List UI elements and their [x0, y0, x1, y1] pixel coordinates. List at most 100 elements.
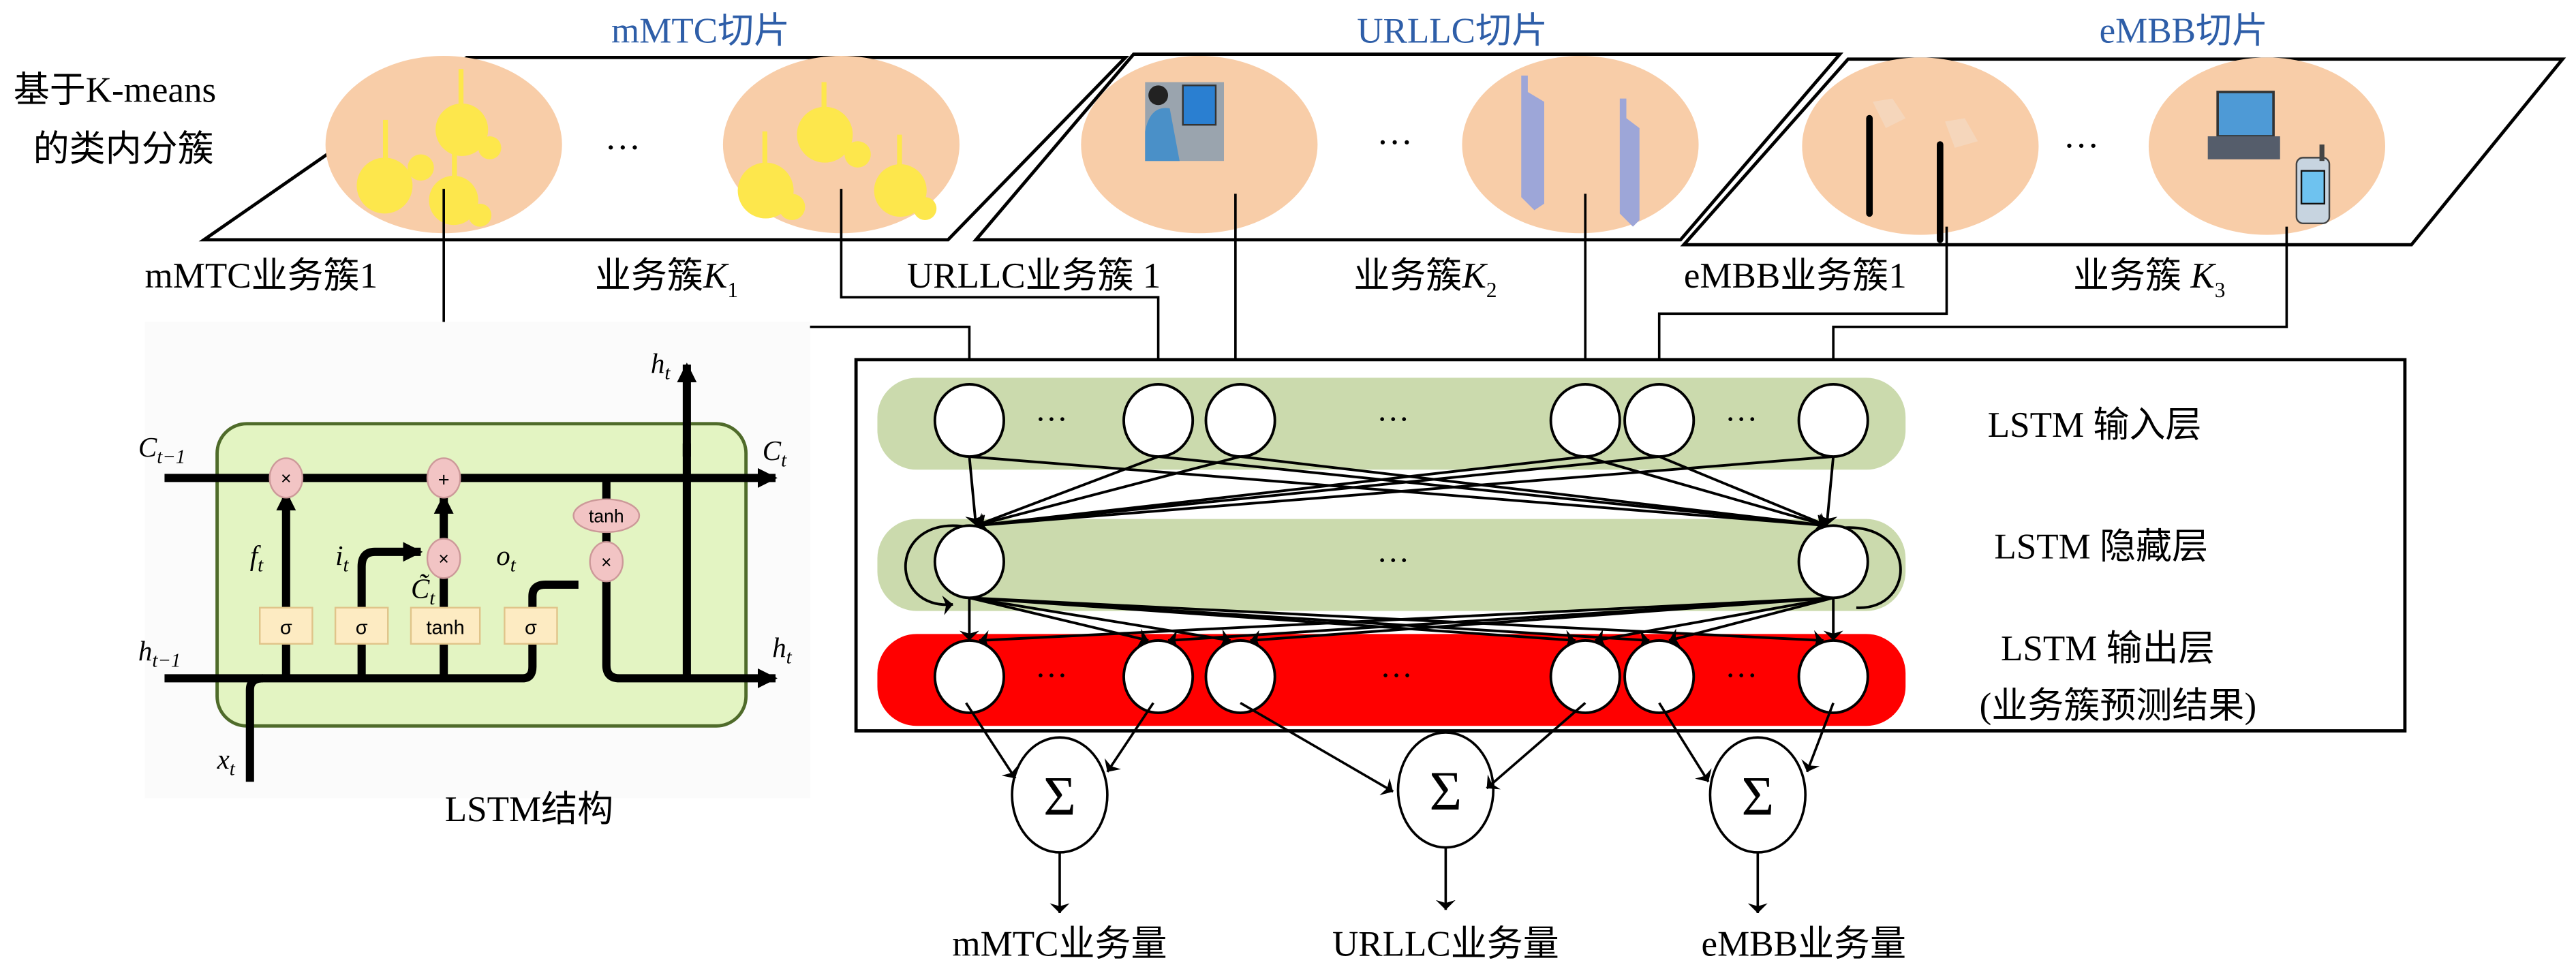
connector-embb-k3	[1823, 226, 2288, 375]
slice-urllc: URLLC切片 ··· URLLC业务簇 1 业务簇K2	[907, 12, 1844, 302]
input-node-3	[1549, 383, 1621, 458]
candidate-tanh-label: tanh	[426, 617, 464, 639]
slice-mmtc: mMTC切片 ··· mMTC业务簇1 业务簇K1	[145, 12, 1130, 302]
candidate-tanh-box	[410, 606, 481, 645]
output-node-1	[1122, 639, 1195, 714]
edge-input-2-hidden-1	[1240, 455, 1827, 534]
input-gate-sigma: σ	[356, 617, 368, 639]
left-label: 基于K-means 的类内分簇	[14, 70, 216, 169]
left-label-line1: 基于K-means	[14, 70, 216, 110]
output-layer-sublabel: (业务簇预测结果)	[1980, 686, 2256, 726]
cluster-embb-1	[1802, 57, 2039, 235]
left-label-line2: 的类内分簇	[33, 129, 214, 169]
edge-input-4-hidden-0	[975, 455, 1659, 535]
lstm-caption: LSTM结构	[445, 790, 613, 829]
forget-multiply-symbol: ×	[281, 468, 291, 489]
connector-mmtc-k1	[840, 189, 1169, 375]
hidden-self-loop-right	[1833, 526, 1902, 609]
edge-input-2-hidden-0	[975, 455, 1241, 533]
edge-input-5-hidden-0	[975, 455, 1834, 535]
output-label-urllc: URLLC业务量	[1332, 925, 1559, 964]
input-layer-label: LSTM 输入层	[1988, 405, 2202, 445]
input-multiply-op	[426, 538, 461, 579]
cluster-label-mmtc-k1: 业务簇K1	[595, 256, 738, 302]
ellipsis-embb: ···	[2064, 126, 2100, 166]
connector-embb-1	[1649, 226, 1948, 375]
edge-input-5-hidden-1	[1818, 456, 1838, 526]
input-gate-box	[334, 606, 389, 645]
output-label-mmtc: mMTC业务量	[952, 925, 1167, 964]
cell-add-op	[426, 457, 461, 499]
output-multiply-op	[589, 541, 624, 583]
cluster-urllc-k2	[1462, 55, 1699, 234]
edge-input-1-hidden-0	[975, 455, 1159, 532]
output-layer-label: LSTM 输出层	[2001, 629, 2215, 668]
output-ellipsis-2: ···	[1380, 658, 1413, 694]
c-prev-label: Ct−1	[138, 431, 185, 468]
input-node-5	[1797, 383, 1869, 458]
output-node-2	[1204, 639, 1276, 714]
slice-embb: eMBB切片 ··· eMBB业务簇1 业务簇 K3	[1680, 12, 2566, 302]
output-label-embb: eMBB业务量	[1702, 925, 1906, 964]
hidden-node-1	[1797, 524, 1869, 600]
output-gate-sigma: σ	[525, 617, 537, 639]
ellipsis-urllc: ···	[1377, 123, 1413, 163]
slice-title-embb: eMBB切片	[2100, 12, 2268, 51]
cluster-label-urllc-k2: 业务簇K2	[1353, 256, 1497, 302]
hidden-node-0	[933, 524, 1005, 600]
output-gate-label: ot	[496, 540, 516, 576]
vr-controller-icon	[1866, 98, 1978, 243]
hidden-self-loop-left	[904, 524, 970, 615]
h-top-label: ht	[651, 348, 671, 384]
hidden-ellipsis: ···	[1377, 543, 1409, 579]
output-multiply-symbol: ×	[601, 552, 611, 572]
x-input-line	[245, 674, 264, 782]
candidate-label: C̃t	[411, 572, 435, 609]
output-node-3	[1549, 639, 1621, 714]
forget-gate-sigma: σ	[280, 617, 292, 639]
operator-workstation-icon	[1145, 82, 1225, 162]
laptop-phone-icon	[2207, 91, 2331, 224]
cluster-label-urllc-1: URLLC业务簇 1	[907, 256, 1161, 296]
hidden-layer-band	[877, 519, 1906, 611]
add-symbol: +	[438, 469, 450, 491]
h-prev-label: ht−1	[138, 635, 181, 672]
input-node-1	[1122, 383, 1195, 458]
c-next-label: Ct	[763, 435, 787, 472]
ellipsis-mmtc: ···	[604, 128, 641, 168]
edge-hidden-1-output-2	[1250, 596, 1834, 650]
output-node-5	[1797, 639, 1869, 714]
input-node-0	[933, 383, 1005, 458]
cluster-label-embb-k3: 业务簇 K3	[2073, 256, 2225, 302]
forget-multiply-op	[269, 457, 304, 499]
edge-hidden-0-output-2	[969, 596, 1231, 649]
sum-symbol-urllc: Σ	[1430, 760, 1462, 822]
slice-title-mmtc: mMTC切片	[611, 12, 790, 51]
cluster-label-mmtc-1: mMTC业务簇1	[145, 256, 378, 296]
input-ellipsis-3: ···	[1725, 401, 1758, 437]
forget-gate-box	[259, 606, 313, 645]
input-multiply-symbol: ×	[438, 549, 448, 569]
slice-title-urllc: URLLC切片	[1357, 12, 1548, 51]
lstm-cell-diagram: σ σ tanh σ × + × × tanh Ct−1 Ct ht−1 ht …	[138, 322, 810, 829]
input-gate-stem	[357, 542, 423, 679]
cell-tanh-op	[572, 498, 641, 534]
edge-input-1-hidden-1	[1158, 455, 1827, 535]
input-ellipsis-1: ···	[1035, 401, 1068, 437]
edge-hidden-1-output-3	[1595, 596, 1834, 649]
output-node-0	[933, 639, 1005, 714]
input-node-4	[1623, 383, 1696, 458]
cell-tanh-label: tanh	[589, 506, 624, 526]
h-right-label: ht	[772, 632, 792, 668]
output-ellipsis-3: ···	[1725, 658, 1758, 694]
iot-sensor-icon	[737, 82, 937, 220]
edge-hidden-0-output-4	[969, 596, 1650, 650]
sum-nodes	[965, 701, 1835, 914]
edge-hidden-1-output-4	[1668, 596, 1834, 648]
output-ellipsis-1: ···	[1035, 658, 1068, 694]
output-node-4	[1623, 639, 1696, 714]
edge-hidden-1-output-0	[979, 596, 1834, 650]
network-edges	[959, 455, 1843, 650]
input-ellipsis-2: ···	[1377, 401, 1409, 437]
